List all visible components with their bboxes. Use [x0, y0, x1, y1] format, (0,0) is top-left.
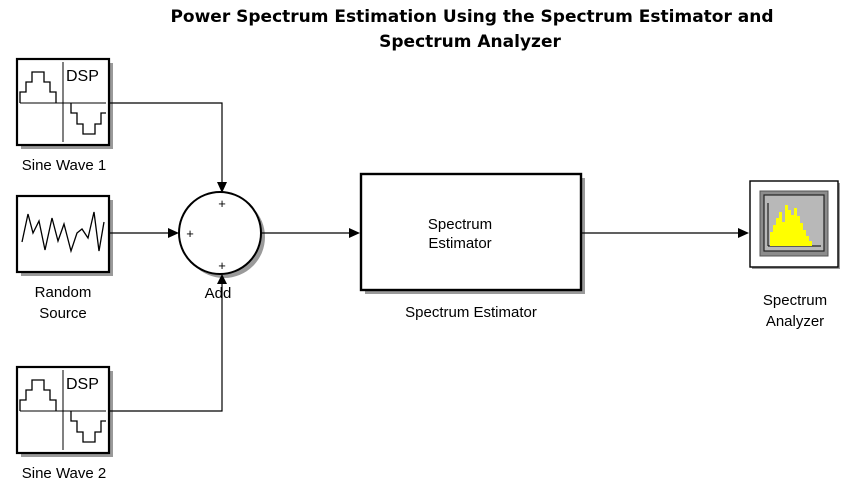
random-signal-icon [21, 211, 105, 254]
spectrum-analyzer-block[interactable] [749, 180, 840, 269]
spectrum-estimator-inner-line2: Estimator [428, 235, 491, 252]
signal-line-estimator-to-analyzer[interactable] [581, 228, 749, 238]
spectrum-estimator-label: Spectrum Estimator [405, 304, 537, 321]
sine-wave-1-label: Sine Wave 1 [22, 157, 107, 174]
dsp-sine-icon: DSP [19, 62, 106, 142]
add-sign-bottom: + [218, 258, 226, 273]
analyzer-bars [770, 205, 812, 246]
dsp-icon-text: DSP [66, 68, 99, 85]
add-block[interactable]: + + + [178, 191, 265, 278]
spectrum-analyzer-label-line1: Spectrum [763, 292, 827, 309]
dsp-sine-icon: DSP [19, 370, 106, 450]
diagram-title-line1: Power Spectrum Estimation Using the Spec… [170, 7, 773, 27]
signal-line-sine2-to-add[interactable] [109, 274, 227, 412]
add-sign-left: + [186, 226, 194, 241]
signal-line-sine1-to-add[interactable] [109, 102, 227, 193]
spectrum-analyzer-label-line2: Analyzer [766, 313, 824, 330]
random-source-block[interactable] [15, 194, 113, 276]
signal-line-add-to-estimator[interactable] [261, 228, 360, 238]
add-label: Add [205, 285, 232, 302]
diagram-title-line2: Spectrum Analyzer [379, 32, 561, 52]
add-sign-top: + [218, 196, 226, 211]
random-source-label-line1: Random [35, 284, 92, 301]
sine-wave-2-block[interactable]: DSP [15, 365, 113, 457]
spectrum-estimator-inner-line1: Spectrum [428, 216, 492, 233]
dsp-icon-text: DSP [66, 376, 99, 393]
random-source-label-line2: Source [39, 305, 87, 322]
spectrum-scope-icon [759, 190, 829, 257]
signal-line-random-to-add[interactable] [109, 228, 179, 238]
sine-wave-2-label: Sine Wave 2 [22, 465, 107, 482]
spectrum-estimator-block[interactable]: Spectrum Estimator [359, 172, 585, 294]
sine-wave-1-block[interactable]: DSP [15, 57, 113, 149]
